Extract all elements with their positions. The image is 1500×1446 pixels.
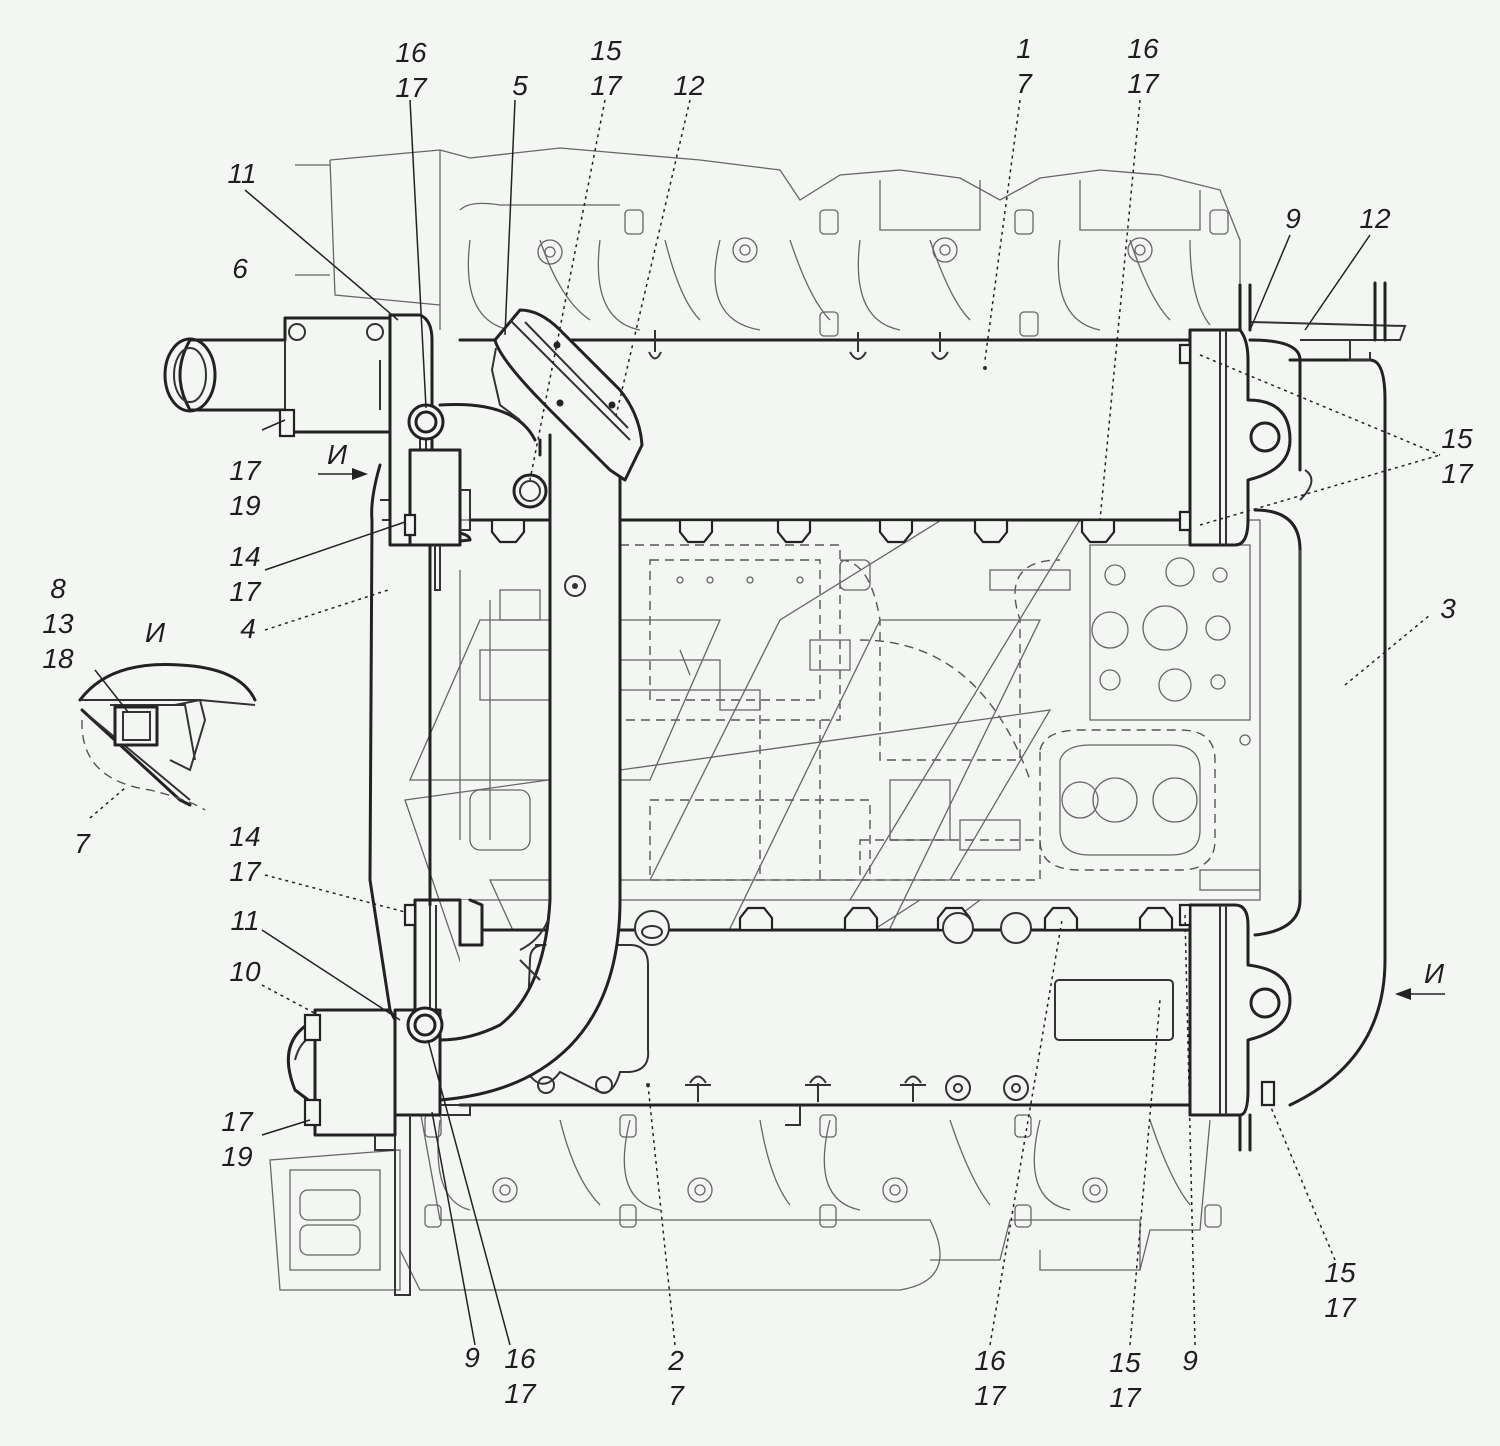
- lower-right-flange: [1178, 903, 1292, 1152]
- callout-12: 12: [673, 70, 705, 101]
- callout-14: 14: [229, 541, 260, 572]
- view-mark-left: И: [327, 439, 348, 470]
- callout-19: 19: [221, 1141, 252, 1172]
- callout-6: 6: [232, 253, 248, 284]
- callout-17: 17: [504, 1378, 537, 1409]
- callout-17: 17: [974, 1380, 1007, 1411]
- lower-pipe-bottom-studs: [685, 1075, 1029, 1102]
- callout-17: 17: [229, 576, 262, 607]
- callout-17: 17: [395, 72, 428, 103]
- view-mark-right: И: [1424, 958, 1445, 989]
- callout-9: 9: [1182, 1345, 1198, 1376]
- callout-1: 1: [1016, 33, 1032, 64]
- lower-manifold-ports: [424, 1114, 1222, 1228]
- callout-9: 9: [1285, 203, 1301, 234]
- callout-17: 17: [1324, 1292, 1357, 1323]
- upper-right-flange: [1178, 281, 1387, 547]
- upper-manifold-ports: [295, 164, 1229, 337]
- inlet-connector-pipe: [163, 316, 392, 438]
- callout-7: 7: [74, 828, 91, 859]
- callout-7: 7: [1016, 68, 1033, 99]
- callout-17: 17: [590, 70, 623, 101]
- callout-17: 17: [221, 1106, 254, 1137]
- upper-left-flange: [388, 313, 472, 591]
- callout-17: 17: [1127, 68, 1160, 99]
- callout-7: 7: [668, 1380, 685, 1411]
- elbow-top-flange: [490, 308, 644, 482]
- callout-17: 17: [229, 455, 262, 486]
- upper-pipe-top-studs: [648, 330, 987, 370]
- callout-15: 15: [1109, 1347, 1141, 1378]
- upper-pipe-bolt-row: [490, 518, 1116, 544]
- callout-13: 13: [42, 608, 74, 639]
- callout-11: 11: [227, 158, 256, 189]
- callout-labels: 16 17 15 17 5 12 1 7 16 17 11 6 9 12 15 …: [42, 33, 1474, 1413]
- view-arrow-right: [1395, 988, 1445, 1000]
- callout-2: 2: [667, 1345, 684, 1376]
- callout-3: 3: [1440, 593, 1456, 624]
- callout-16: 16: [974, 1345, 1006, 1376]
- view-arrow-left: [318, 468, 368, 480]
- callout-16: 16: [504, 1343, 536, 1374]
- callout-15: 15: [590, 35, 622, 66]
- callout-10: 10: [229, 956, 261, 987]
- callout-17: 17: [1441, 458, 1474, 489]
- callout-15: 15: [1324, 1257, 1356, 1288]
- callout-12: 12: [1359, 203, 1391, 234]
- callout-17: 17: [1109, 1382, 1142, 1413]
- callout-4: 4: [240, 613, 256, 644]
- callout-8: 8: [50, 573, 66, 604]
- callout-18: 18: [42, 643, 74, 674]
- callout-15: 15: [1441, 423, 1473, 454]
- callout-14: 14: [229, 821, 260, 852]
- callout-11: 11: [230, 905, 259, 936]
- lower-left-flange: [393, 898, 484, 1296]
- lower-pipe-bolt-row: [634, 906, 1174, 946]
- right-vertical-pipe: [1248, 321, 1407, 1107]
- callout-9: 9: [464, 1342, 480, 1373]
- callout-17: 17: [229, 856, 262, 887]
- left-vertical-pipe: [368, 463, 432, 1012]
- outlet-connector-fitting: [286, 1008, 397, 1151]
- callout-16: 16: [395, 37, 427, 68]
- leader-lines: [89, 99, 1441, 1346]
- view-mark-inset-title: И: [145, 617, 166, 648]
- callout-5: 5: [512, 70, 528, 101]
- inset-view-detail: [78, 662, 257, 811]
- callout-16: 16: [1127, 33, 1159, 64]
- elbow-connecting-pipe: [438, 400, 624, 1102]
- callout-19: 19: [229, 490, 260, 521]
